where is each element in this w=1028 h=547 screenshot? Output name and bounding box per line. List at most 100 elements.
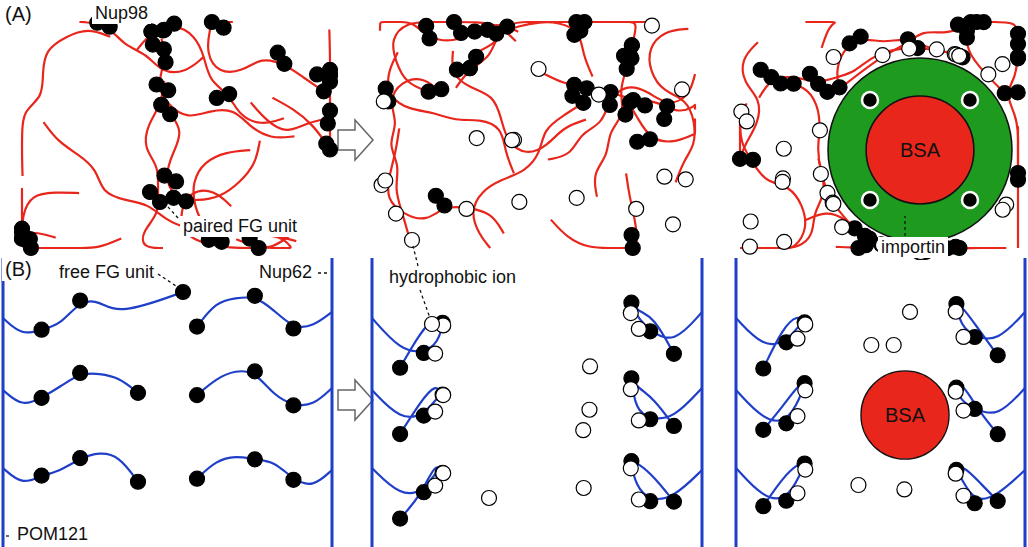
fg-unit xyxy=(990,494,1005,509)
hydrophobic-ion xyxy=(436,388,451,403)
hydrophobic-ion xyxy=(790,409,805,424)
hydrophobic-ion xyxy=(644,18,659,33)
leader-line xyxy=(158,274,176,286)
hydrophobic-ion xyxy=(576,480,591,495)
hydrophobic-ion xyxy=(777,234,792,249)
importin-site xyxy=(862,192,878,208)
hydrophobic-ion xyxy=(505,133,520,148)
nup98-chain xyxy=(740,42,759,155)
hydrophobic-ion xyxy=(948,304,963,319)
fg-unit xyxy=(666,346,681,361)
cargo-label: BSA xyxy=(885,404,925,427)
fg-unit xyxy=(190,388,205,403)
hydrophobic-ion xyxy=(378,173,393,188)
fg-unit xyxy=(34,468,49,483)
fg-unit xyxy=(286,472,301,487)
fg-unit xyxy=(469,49,484,64)
hydrophobic-ion xyxy=(591,87,606,102)
importin-site xyxy=(962,192,978,208)
fg-unit xyxy=(393,360,408,375)
fg-unit xyxy=(153,195,168,210)
hydrophobic-ion xyxy=(376,94,391,109)
leader-lines xyxy=(6,198,905,536)
fg-unit xyxy=(270,45,285,60)
nup98-network xyxy=(15,15,1026,260)
fg-unit xyxy=(216,20,231,35)
fg-unit xyxy=(190,319,205,334)
fg-unit xyxy=(756,361,771,376)
hydrophobic-ion xyxy=(826,196,841,211)
hydrophobic-ion xyxy=(956,329,971,344)
fg-unit xyxy=(753,62,768,77)
hydrophobic-ion xyxy=(665,217,680,232)
hydrophobic-ion xyxy=(576,423,591,438)
fg-unit xyxy=(419,18,434,33)
hydrophobic-ion xyxy=(851,478,866,493)
pom121-wall xyxy=(701,258,704,547)
hydrophobic-ion xyxy=(623,382,638,397)
pom121-wall xyxy=(1024,258,1027,547)
panel-letter: (B) xyxy=(2,258,35,281)
fg-unit xyxy=(434,82,449,97)
nup62-chain xyxy=(3,374,138,403)
hydrophobic-ion xyxy=(629,201,644,216)
pom121-wall xyxy=(2,258,5,547)
hydrophobic-ion xyxy=(742,239,757,254)
cargo-label: BSA xyxy=(900,139,940,162)
hydrophobic-ion xyxy=(531,61,546,76)
hydrophobic-ion xyxy=(956,488,971,503)
hydrophobic-ion xyxy=(775,174,790,189)
hydrophobic-ion xyxy=(583,359,598,374)
fg-unit xyxy=(34,390,49,405)
fg-unit xyxy=(802,66,817,81)
nup98-chain xyxy=(393,22,516,92)
fg-unit xyxy=(617,48,632,63)
hydrophobic-ion xyxy=(776,141,791,156)
hydrophobic-ion xyxy=(388,206,403,221)
nup98-chain xyxy=(473,103,583,248)
hydrophobic-ion xyxy=(798,383,813,398)
fg-unit xyxy=(435,465,450,480)
fg-unit xyxy=(745,152,760,167)
fg-unit xyxy=(179,194,194,209)
hydrophobic-ion xyxy=(623,461,638,476)
fg-unit xyxy=(163,107,178,122)
fg-unit xyxy=(247,364,262,379)
hydrophobic-ion xyxy=(813,166,828,181)
fg-unit xyxy=(454,25,469,40)
hydrophobic-ion xyxy=(739,114,754,129)
fg-unit xyxy=(500,19,515,34)
hydrophobic-ion xyxy=(956,403,971,418)
fg-unit xyxy=(161,83,176,98)
hydrophobic-ion xyxy=(469,131,484,146)
fg-unit xyxy=(131,385,146,400)
nup98-chain xyxy=(388,128,504,233)
fg-unit xyxy=(756,422,771,437)
hydrophobic-ion xyxy=(582,402,597,417)
hydrophobic-ion xyxy=(631,413,646,428)
bsa-cargo: BSA xyxy=(865,95,975,205)
protein-name: POM121 xyxy=(14,524,91,545)
fg-unit xyxy=(393,427,408,442)
nup98-chain xyxy=(160,39,294,138)
hydrophobic-ion xyxy=(812,123,827,138)
fg-unit xyxy=(657,111,672,126)
hydrophobic-ion xyxy=(425,317,440,332)
nup98-chain xyxy=(388,52,514,173)
hydrophobic-ion xyxy=(835,220,850,235)
fg-unit xyxy=(23,241,38,256)
fg-unit xyxy=(959,23,974,38)
hydrophobic-ion xyxy=(798,317,813,332)
hydrophobic-ion xyxy=(948,466,963,481)
protein-name: Nup98 xyxy=(92,3,151,24)
hydrophobic-ion xyxy=(481,490,496,505)
fg-unit xyxy=(666,494,681,509)
fg-unit xyxy=(1010,85,1025,100)
hydrophobic-ion xyxy=(428,404,443,419)
fg-unit xyxy=(247,288,262,303)
bsa-circle xyxy=(866,96,974,204)
nup98-chain xyxy=(22,31,110,176)
leader-line xyxy=(6,535,12,536)
hydrophobic-ion xyxy=(436,466,451,481)
